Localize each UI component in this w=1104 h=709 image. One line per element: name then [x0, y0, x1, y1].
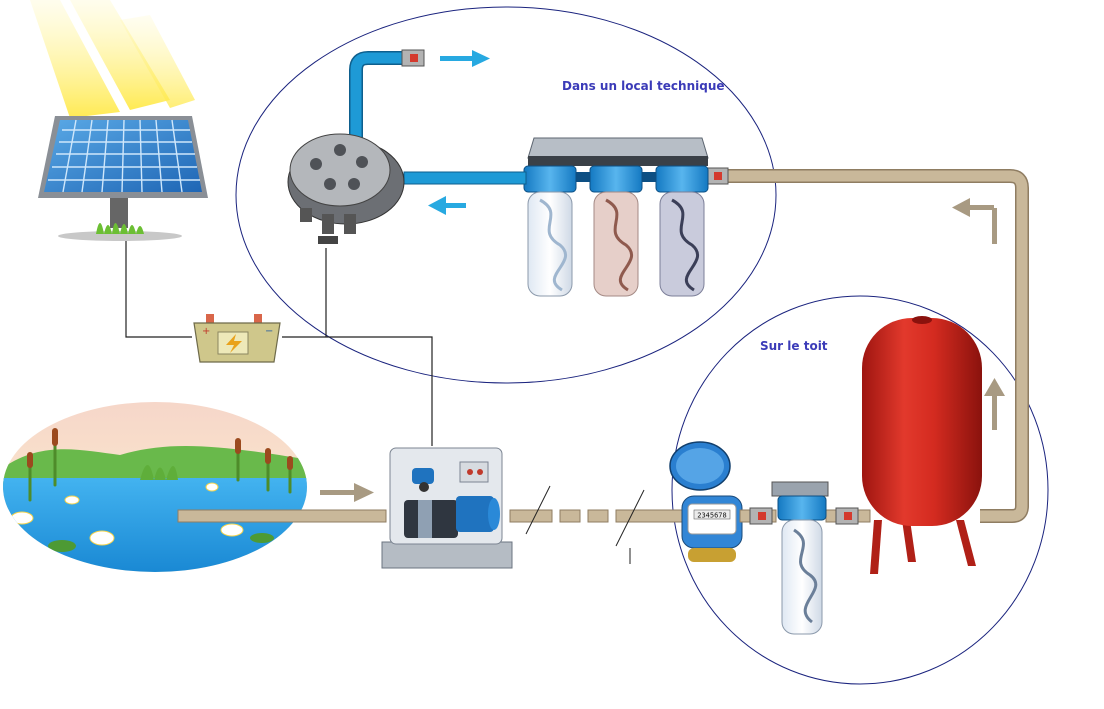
return-pipe-valve: [705, 167, 729, 185]
roof-label: Sur le toit: [760, 339, 828, 353]
supply-pipe: [509, 485, 687, 564]
battery-icon: + −: [193, 314, 281, 363]
roof-zone: [671, 295, 1049, 685]
solar-panel-icon: [38, 116, 208, 241]
svg-text:−: −: [265, 326, 273, 337]
cartridge-filter-icon: [771, 481, 829, 635]
flow-arrow-icon: [320, 50, 1005, 502]
electrical-wires: [125, 240, 433, 446]
meter-digits: 2345678: [697, 512, 727, 520]
pump-station-icon: [381, 447, 513, 569]
intake-pipe: [177, 509, 387, 523]
treated-water-pipes: [349, 49, 527, 185]
sun-icon: [30, 0, 195, 118]
pond-icon: [3, 402, 307, 572]
technical-room-label: Dans un local technique: [562, 79, 725, 93]
distribution-valve-icon: [287, 133, 405, 244]
triple-filter-icon: [523, 137, 709, 297]
water-meter-icon: 2345678: [669, 441, 743, 562]
roof-pipe: [739, 507, 871, 525]
technical-room-zone: [235, 6, 777, 384]
expansion-tank-icon: [862, 316, 982, 574]
svg-text:+: +: [202, 326, 210, 337]
